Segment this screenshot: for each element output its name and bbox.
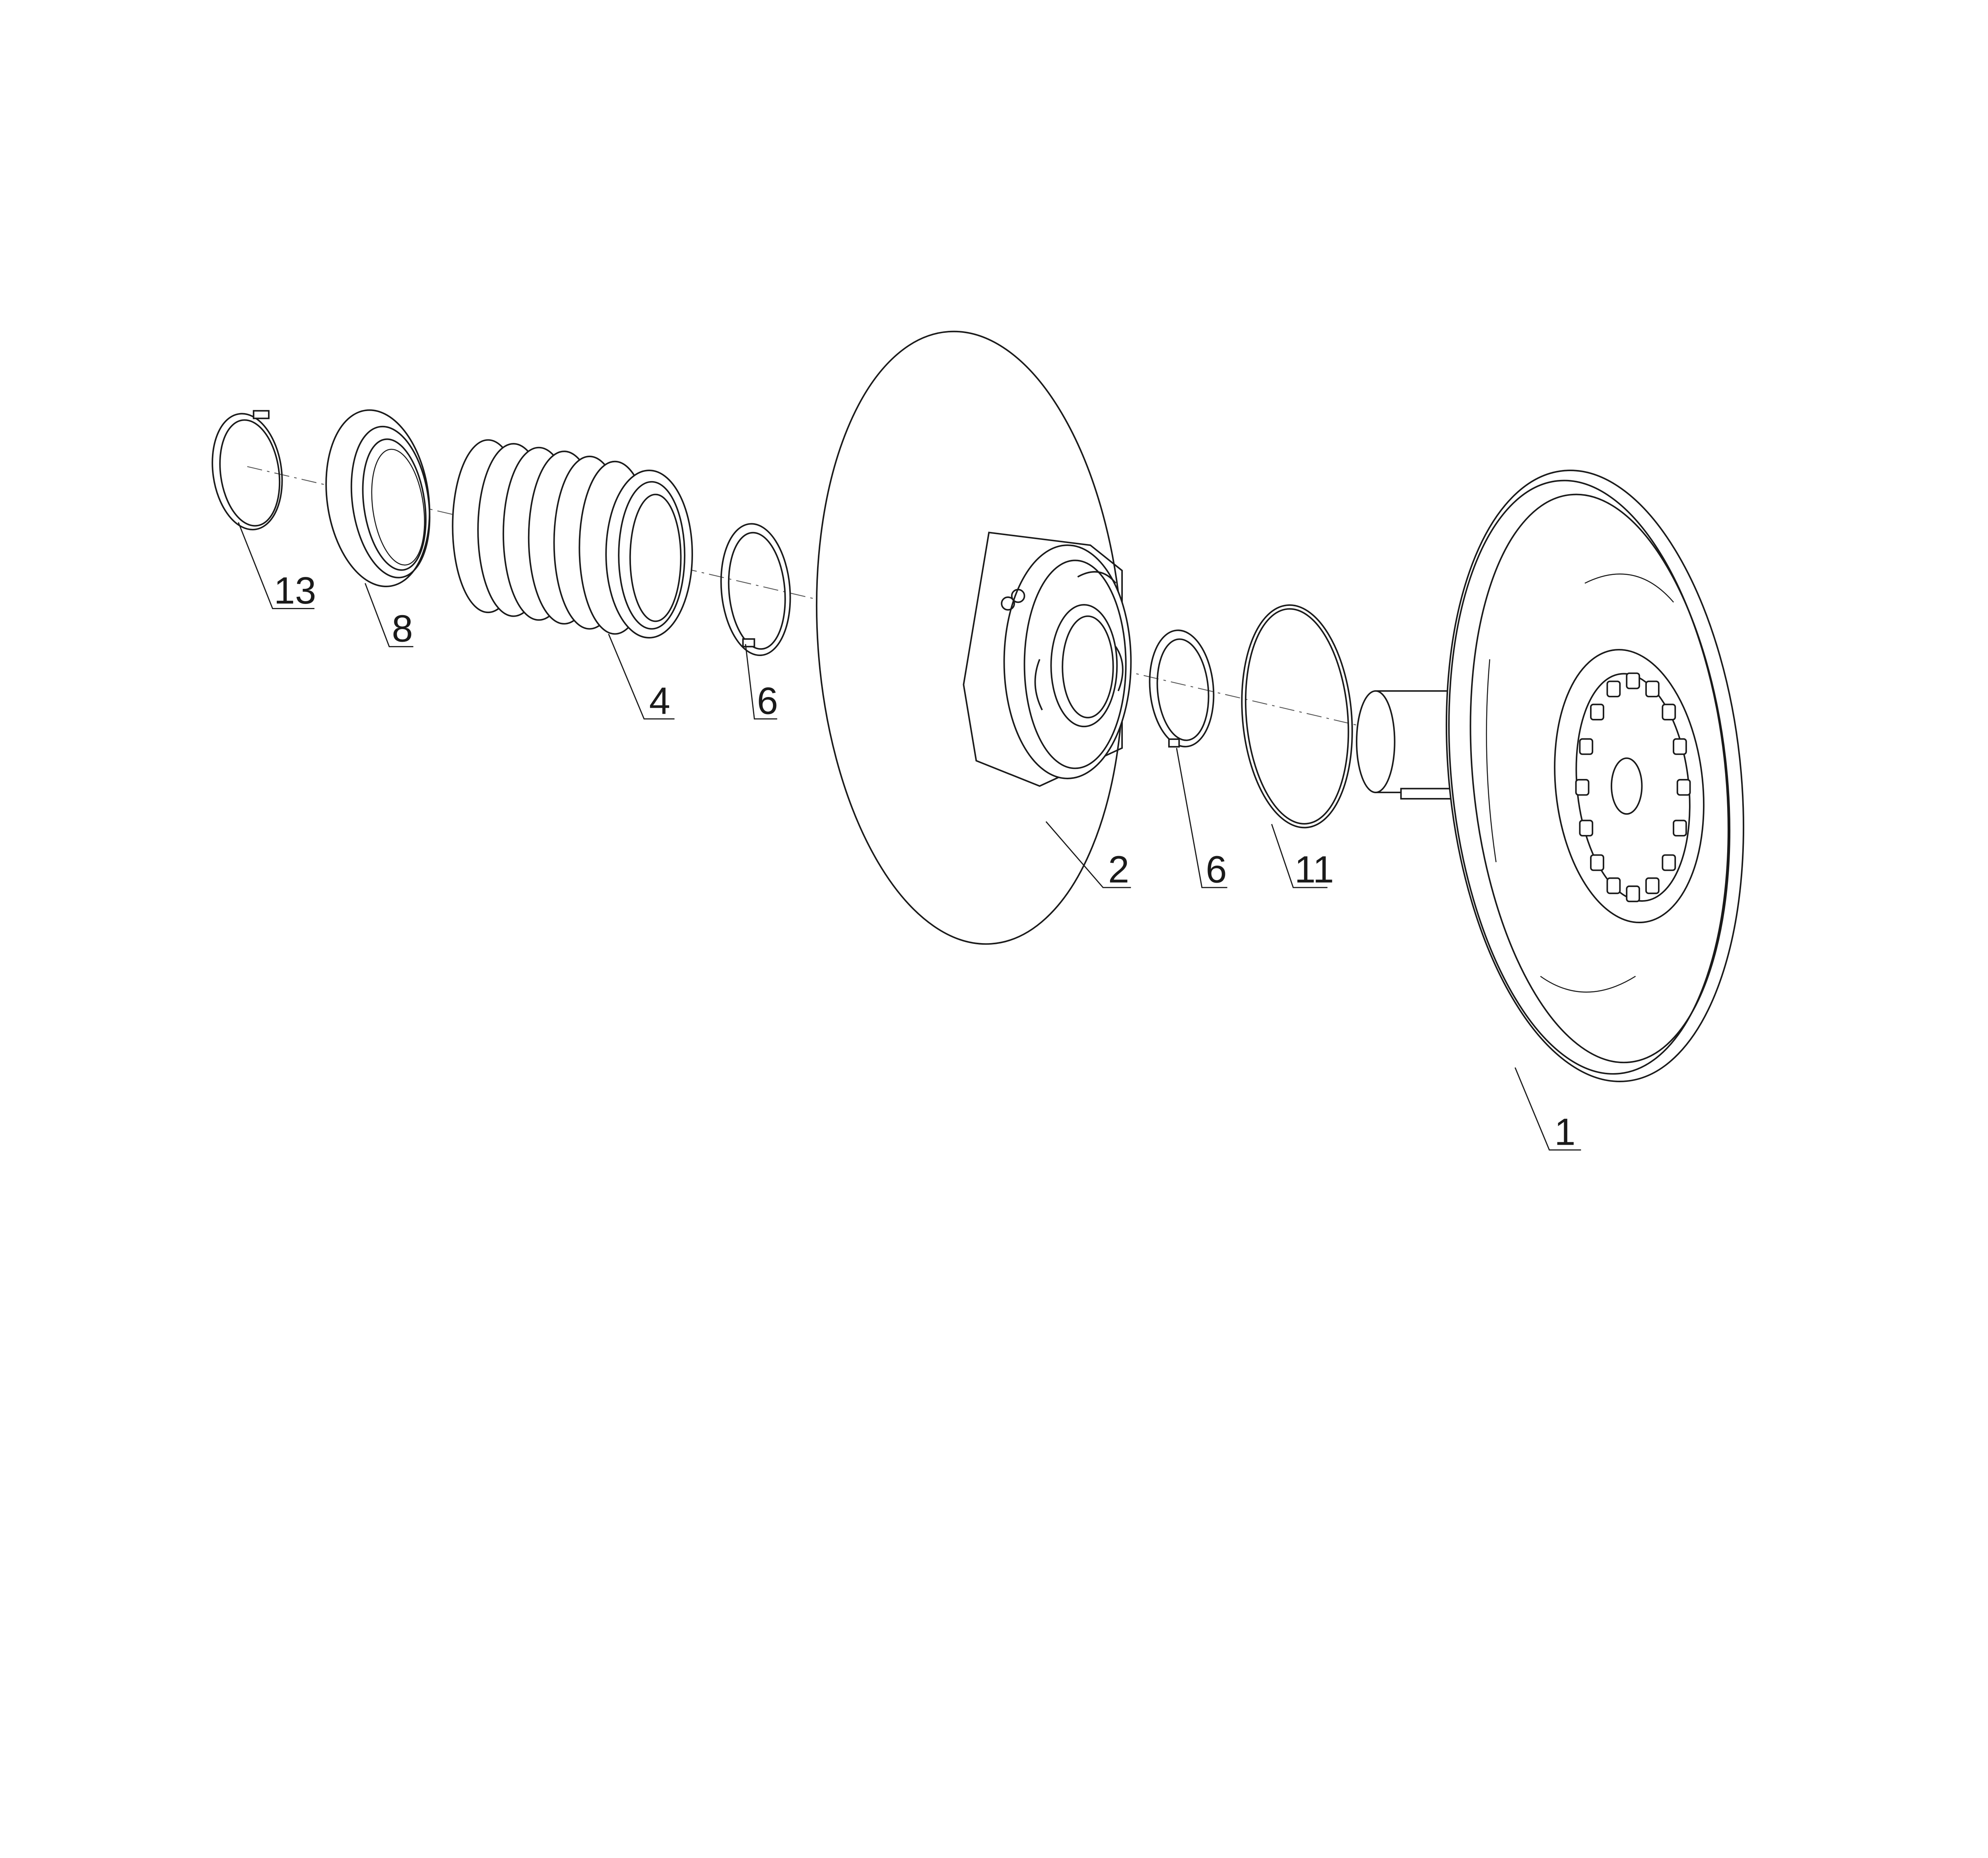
callout-6-left: 6 [745,644,778,722]
exploded-parts-diagram: 13 8 4 6 2 6 11 1 [212,330,1744,1153]
bolt-head [1662,703,1676,720]
callout-label: 4 [649,680,670,722]
bolt-head [1579,738,1594,755]
bolt-head [1575,779,1590,796]
callout-13: 13 [238,522,316,612]
bolt-head [1590,854,1604,871]
bolt-head [1606,680,1621,697]
bolt-head [1662,854,1676,871]
callout-label: 6 [757,680,778,722]
bolt-head [1645,680,1660,697]
part-8-spring-seat [325,409,431,587]
part-2-movable-sheave [816,330,1132,945]
bolt-head [1676,779,1691,796]
callout-label: 8 [392,608,413,650]
bolt-head [1673,819,1687,837]
callout-8: 8 [365,583,414,650]
callout-label: 1 [1554,1111,1575,1153]
callout-1: 1 [1514,1067,1581,1153]
callout-label: 11 [1295,848,1334,891]
bolt-head [1626,672,1640,689]
part-6-snap-ring-left [720,523,791,656]
bolt-head [1606,877,1621,894]
callout-label: 13 [274,569,316,612]
bolt-head [1590,703,1604,720]
part-1-fixed-sheave [1356,470,1744,1082]
bolt-head [1673,738,1687,755]
part-4-spring [452,439,693,639]
part-6-snap-ring-right [1149,629,1215,748]
callout-4: 4 [608,633,675,722]
part-13-retaining-ring [212,410,283,530]
callout-2: 2 [1045,821,1131,891]
callout-11: 11 [1271,824,1334,891]
bolt-head [1645,877,1660,894]
callout-label: 2 [1108,848,1129,891]
bolt-circle [1575,672,1691,903]
callout-label: 6 [1206,848,1227,891]
bolt-head [1626,885,1640,903]
part-11-o-ring [1241,604,1353,829]
bolt-head [1579,819,1594,837]
callout-6-right: 6 [1176,748,1227,891]
